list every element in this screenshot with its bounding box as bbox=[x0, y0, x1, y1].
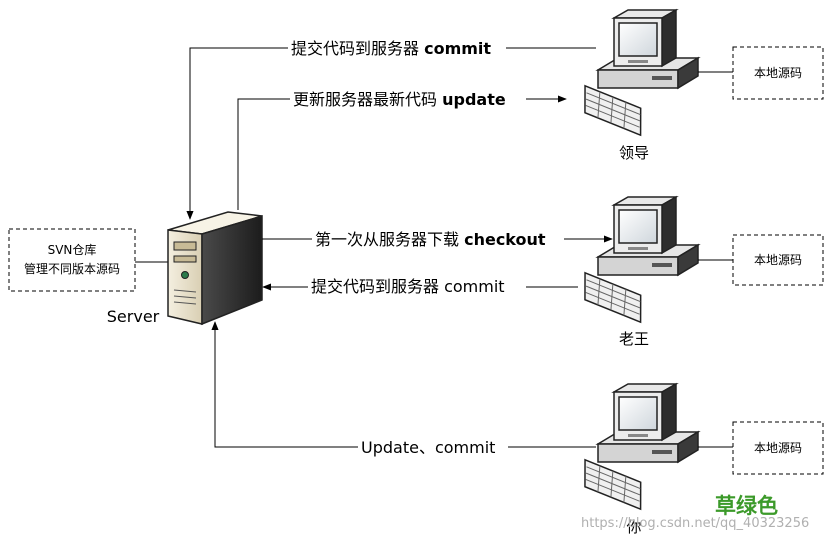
you-name: 你 bbox=[626, 518, 641, 536]
leader-local-source-box: 本地源码 bbox=[732, 46, 824, 100]
svn-repo-box: SVN仓库 管理不同版本源码 bbox=[8, 228, 136, 292]
arrow-leader-commit bbox=[186, 47, 596, 220]
wang-computer-icon bbox=[574, 196, 699, 323]
you-update-commit-label: Update、commit bbox=[361, 438, 495, 457]
wang-local-source-box: 本地源码 bbox=[732, 234, 824, 286]
you-local-source-box: 本地源码 bbox=[732, 421, 824, 475]
label-bg bbox=[288, 37, 506, 59]
arrow-you-update-commit bbox=[211, 321, 596, 448]
wang-commit-label: 提交代码到服务器 commit bbox=[311, 277, 505, 296]
label-bg bbox=[358, 436, 508, 458]
repo-title: SVN仓库 bbox=[48, 242, 97, 257]
leader-computer-icon bbox=[574, 9, 699, 136]
watermark-text: https://blog.csdn.net/qq_40323256 bbox=[581, 516, 809, 531]
leader-name: 领导 bbox=[619, 144, 649, 162]
brand-label: 草绿色 bbox=[715, 494, 778, 518]
leader-commit-label: 提交代码到服务器 commit bbox=[291, 39, 491, 58]
svg-text:本地源码: 本地源码 bbox=[754, 253, 802, 267]
svg-text:本地源码: 本地源码 bbox=[754, 441, 802, 455]
label-bg bbox=[312, 228, 564, 250]
wang-name: 老王 bbox=[619, 330, 649, 348]
label-bg bbox=[290, 88, 526, 110]
svg-text:本地源码: 本地源码 bbox=[754, 66, 802, 80]
wang-checkout-label: 第一次从服务器下载 checkout bbox=[315, 230, 546, 249]
label-bg bbox=[308, 276, 526, 298]
arrow-leader-update bbox=[237, 95, 567, 210]
leader-update-label: 更新服务器最新代码 update bbox=[293, 90, 506, 109]
server-icon bbox=[167, 211, 263, 326]
repo-subtitle: 管理不同版本源码 bbox=[24, 261, 120, 276]
server-label: Server bbox=[107, 307, 160, 326]
